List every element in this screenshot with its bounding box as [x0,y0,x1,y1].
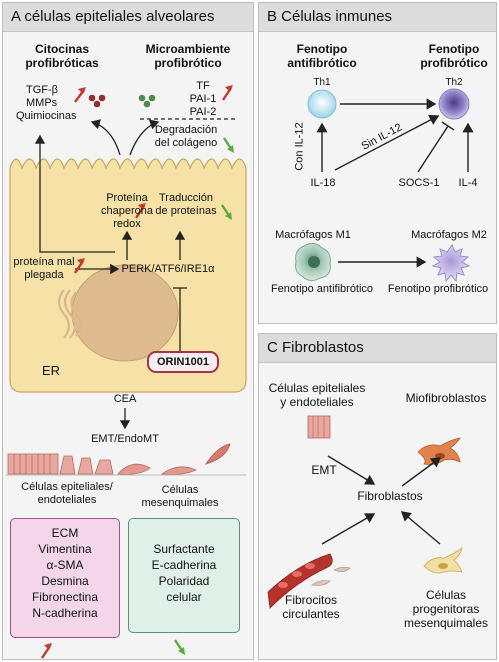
m2-phenotype-label: Fenotipo profibrótico [387,283,489,295]
microenv-pai2: PAI-2 [189,106,217,118]
marker-ncadherin: N-cadherina [32,606,98,620]
panel-a-header: A células epiteliales alveolares [3,3,253,32]
progenitor-cell [423,547,463,574]
er-label: ER [41,363,61,378]
m1-macrophage [295,242,331,282]
il18-label: IL-18 [310,177,336,189]
fibrocyte-vessel [267,553,351,609]
arrow-fibrocytes-to-fibroblasts [321,513,376,545]
th1-label: Th1 [313,77,331,88]
marker-ecadherin: E-cadherina [151,558,217,572]
epithelial-cells-label: Células epiteliales/endoteliales [21,481,113,506]
microenv-dots [138,94,156,108]
m2-macrophage [431,243,471,283]
arrow-secretion-right [129,119,160,156]
th1-cell [307,89,337,119]
microenv-pai1: PAI-1 [189,93,217,105]
socs1-label: SOCS-1 [398,177,440,189]
er-organelle [57,289,82,339]
cytokine-tgfb: TGF-β [26,84,58,96]
epithelial-icon [307,415,331,439]
emt-endomt-label: EMT/EndoMT [91,433,159,445]
emt-label: EMT [311,463,337,477]
inhibit-socs1 [417,121,455,173]
marker-asma: α-SMA [46,558,84,572]
arrow-fibroblasts-to-myofibroblasts [401,457,442,487]
arrow-progenitors-to-fibroblasts [400,511,441,545]
m2-label: Macrófagos M2 [411,229,487,241]
panel-c-title: C Fibroblastos [267,339,364,356]
up-arrows-red [41,85,233,659]
perk-label: PERK/ATF6/IRE1α [121,263,215,275]
myofibroblasts-label: Miofibroblastos [405,391,487,405]
arrow-to-cytokines [34,134,115,253]
microenv-tf: TF [196,80,210,92]
panel-b-header: B Células inmunes [259,3,496,32]
marker-cellular: celular [166,590,202,604]
panel-b-title: B Células inmunes [267,8,393,25]
emt-strip [6,443,246,476]
cytokine-list: TGF-β MMPs Quimiocinas [16,84,77,123]
panel-c: C Fibroblastos [258,333,497,660]
arrow-il18-to-th2 [334,114,440,171]
cea-label: CEA [113,393,137,405]
m1-phenotype-label: Fenotipo antifibrótico [270,283,374,295]
th2-cell [438,88,470,120]
panel-c-header: C Fibroblastos [259,334,496,363]
th2-label: Th2 [445,77,463,88]
panel-a-title: A células epiteliales alveolares [11,8,215,25]
marker-ecm: ECM [51,526,79,540]
nucleus [71,264,179,362]
orin1001-badge: ORIN1001 [147,351,219,373]
microenv-list: TF PAI-1 PAI-2 [178,80,228,119]
fibroblasts-label: Fibroblastos [357,489,423,503]
down-arrows-green [174,137,234,655]
cytokine-mmps: MMPs [26,97,58,109]
myofibroblast-cell [417,437,461,465]
cytokine-dots [88,94,106,108]
marker-vimentin: Vimentina [38,542,92,556]
cytokine-chemokines: Quimiocinas [16,110,77,122]
marker-desmin: Desmina [41,574,89,588]
il4-label: IL-4 [458,177,478,189]
upregulated-markers-box: ECM Vimentina α-SMA Desmina Fibronectina… [10,518,120,638]
arrow-secretion-left [90,119,121,156]
marker-polarity: Polaridad [158,574,210,588]
arrow-epithelial-to-fibroblasts [327,455,376,485]
marker-fibronectin: Fibronectina [31,590,99,604]
inhibit-orin-perk [173,287,187,352]
marker-surfactant: Surfactante [153,542,215,556]
m1-label: Macrófagos M1 [275,229,351,241]
downregulated-markers-box: Surfactante E-cadherina Polaridad celula… [128,518,240,633]
